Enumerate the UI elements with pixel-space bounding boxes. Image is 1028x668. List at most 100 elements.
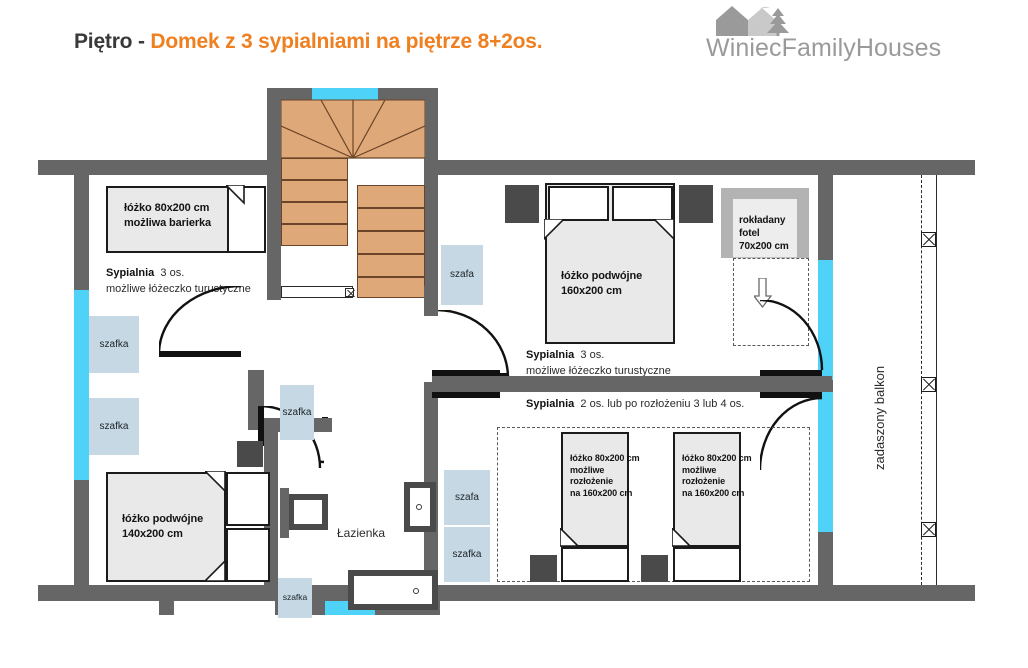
stair-opening-rail: [281, 286, 353, 298]
bathtub-drain-icon: [413, 588, 419, 594]
bed-label-line1: łóżko podwójne: [122, 513, 204, 525]
stair-tread: [357, 208, 425, 231]
door-arc-balcony-upper: [760, 300, 824, 371]
cabinet-label: szafka: [99, 420, 129, 432]
stair-tread: [357, 185, 425, 208]
door-leaf-bathroom: [322, 417, 328, 418]
cabinet-hall-upper: szafka: [280, 385, 314, 440]
stair-tread: [357, 254, 425, 277]
pillow: [226, 472, 270, 526]
sink-counter: [280, 488, 289, 538]
bed-label-line2: możliwe: [570, 464, 605, 475]
armchair-label-line1: rokładany: [739, 215, 786, 226]
window-right-lower: [818, 392, 833, 532]
bed-fold-corner: [672, 528, 692, 547]
room-label-bathroom: Łazienka: [337, 525, 385, 542]
nightstand-twin-right: [641, 555, 668, 582]
cabinet-label: szafa: [450, 269, 474, 281]
wall-top-right: [430, 160, 975, 175]
balcony-name: zadaszony balkon: [872, 365, 887, 470]
wall-bottom-right: [438, 585, 975, 601]
nightstand: [237, 441, 263, 467]
balcony-label: zadaszony balkon: [872, 366, 887, 470]
pillow: [673, 547, 741, 582]
bed-label-top-left: łóżko 80x200 cm możliwa barierka: [124, 201, 211, 231]
window-stair: [312, 88, 378, 100]
balcony-post-icon: [921, 522, 936, 537]
bed-label-line1: łóżko 80x200 cm: [682, 453, 752, 463]
wall-right-lower: [818, 532, 833, 587]
door-leaf-partition-right-top: [760, 370, 822, 376]
cabinet-left-upper: szafka: [89, 316, 139, 373]
armchair-arm-right: [797, 188, 809, 258]
wall-hall-right-post: [424, 286, 438, 316]
door-arc-hall-right: [438, 310, 510, 377]
bed-label-line2: możliwe: [682, 464, 717, 475]
armchair-label-line3: 70x200 cm: [739, 241, 789, 252]
stair-tread: [281, 180, 348, 202]
room-name: Łazienka: [337, 526, 386, 540]
stair-tread: [357, 277, 425, 298]
bed-label-line3: rozłożenie: [682, 476, 726, 487]
cabinet-label: szafka: [282, 592, 308, 603]
bed-fold-corner: [544, 219, 566, 241]
toilet-knob-icon: [416, 504, 422, 510]
pillow: [612, 186, 673, 221]
bed-fold-corner: [205, 471, 226, 493]
bed-fold-corner: [560, 528, 580, 547]
wall-partition-mid: [432, 376, 832, 392]
wall-stair-top-b: [378, 88, 438, 100]
cabinet-label: szafka: [282, 406, 312, 418]
cabinet-right-szafka: szafka: [444, 527, 490, 582]
nightstand-left: [505, 185, 539, 223]
page-title-prefix: Piętro: [74, 30, 133, 53]
wall-stair-right: [424, 88, 438, 293]
bed-twin-right: [673, 432, 741, 547]
balcony-post-icon: [921, 377, 936, 392]
bed-label-twin-right: łóżko 80x200 cm możliwe rozłożenie na 16…: [682, 453, 752, 500]
armchair-unfold-outline: [733, 258, 809, 346]
room-capacity: 3 os.: [580, 349, 605, 361]
wall-stair-left: [267, 88, 281, 293]
pillow: [561, 547, 629, 582]
room-name: Sypialnia: [526, 349, 575, 361]
window-left-upper: [74, 290, 89, 480]
page-title: Piętro - Domek z 3 sypialniami na piętrz…: [74, 30, 543, 54]
window-right-upper: [818, 260, 833, 380]
door-leaf-partition-right-bottom: [760, 392, 822, 398]
armchair-label: rokładany fotel 70x200 cm: [739, 214, 789, 253]
bed-label-bottom-left: łóżko podwójne 140x200 cm: [122, 512, 203, 542]
bed-label-line1: łóżko 80x200 cm: [124, 202, 210, 214]
door-leaf-bedroom-top-left: [159, 351, 241, 357]
bed-label-line2: 140x200 cm: [122, 527, 183, 540]
room-note: możliwe łóżeczko turustyczne: [106, 282, 251, 295]
armchair-backrest: [721, 188, 809, 199]
room-label-bedroom-top-right: Sypialnia 3 os. możliwe łóżeczko turusty…: [526, 348, 671, 380]
nightstand-right: [679, 185, 713, 223]
pillow: [548, 186, 609, 221]
sink-fixture: [288, 494, 328, 530]
door-arc-balcony-lower: [760, 398, 823, 471]
room-name: Sypialnia: [106, 267, 155, 279]
wall-bottom-stub: [159, 585, 174, 615]
cabinet-right-szafa: szafa: [444, 470, 490, 525]
room-note: możliwe łóżeczko turustyczne: [526, 364, 671, 377]
stair-tread: [281, 224, 348, 246]
wall-top-left: [38, 160, 278, 175]
cabinet-label: szafka: [452, 548, 482, 560]
bed-label-line2: możliwa barierka: [124, 216, 212, 229]
cabinet-label: szafa: [455, 491, 479, 503]
stair-rail-marker-icon: [345, 288, 354, 297]
bathtub-fixture: [348, 570, 438, 610]
pillow: [227, 186, 266, 253]
page-title-dash: -: [137, 30, 145, 53]
bed-label-line1: łóżko podwójne: [561, 270, 643, 282]
room-capacity: 2 os. lub po rozłożeniu 3 lub 4 os.: [580, 398, 745, 410]
nightstand-twin-left: [530, 555, 557, 582]
balcony-rail-outer: [936, 175, 937, 585]
bed-fold-corner: [226, 185, 245, 205]
door-leaf-hall-to-bath: [258, 406, 264, 446]
cabinet-stair-side: szafa: [441, 245, 483, 305]
bed-label-line1: łóżko 80x200 cm: [570, 453, 640, 463]
